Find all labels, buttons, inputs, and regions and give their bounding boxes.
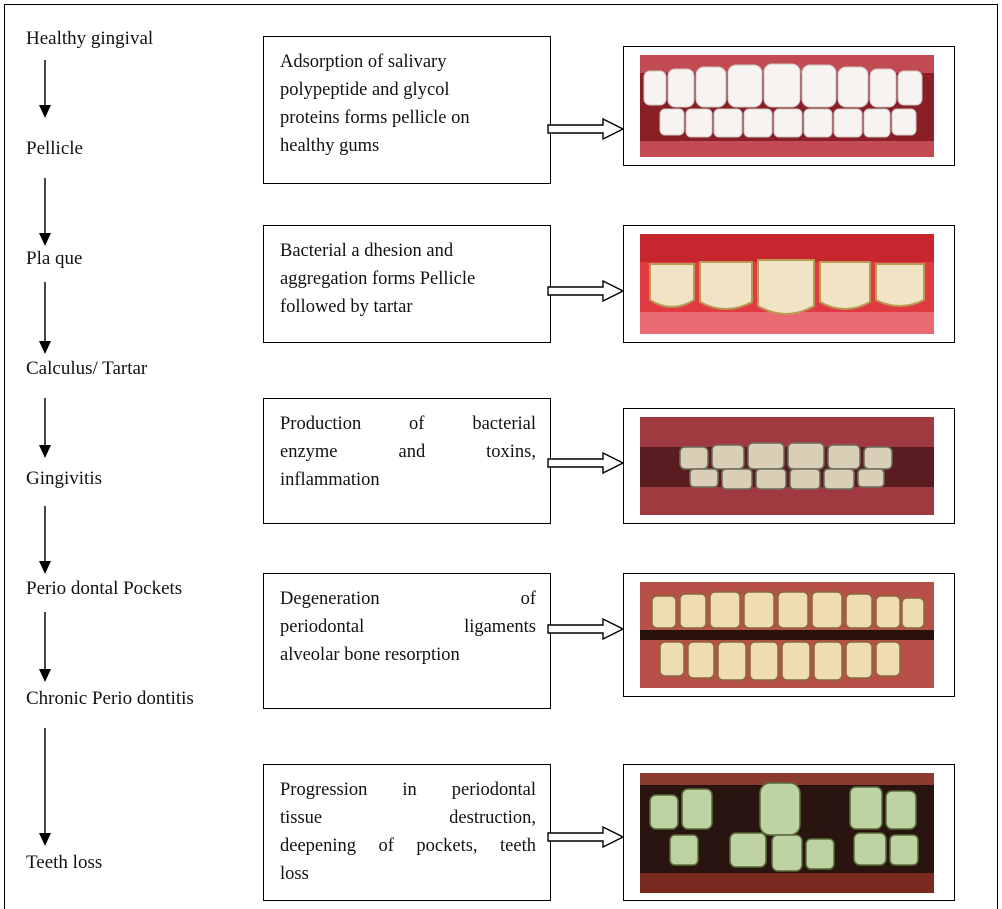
box-line: aggregation forms Pellicle [280, 265, 536, 293]
description-box-gingivitis: Production of bacterial enzyme and toxin… [263, 398, 551, 524]
right-arrow-icon [547, 118, 625, 140]
down-arrow-icon [39, 178, 51, 246]
description-box-periodontal: Degeneration of periodontal ligaments al… [263, 573, 551, 709]
right-arrow-icon [547, 826, 625, 848]
box-line: inflammation [280, 466, 536, 494]
stage-healthy-gingival: Healthy gingival [26, 28, 153, 50]
box-line: Adsorption of salivary [280, 48, 536, 76]
down-arrow-icon [39, 60, 51, 118]
box-line: proteins forms pellicle on [280, 104, 536, 132]
plaque-teeth-photo [623, 225, 955, 343]
description-box-teeth-loss: Progression in periodontal tissue destru… [263, 764, 551, 901]
box-line: deepening of pockets, teeth [280, 832, 536, 860]
right-arrow-icon [547, 618, 625, 640]
stage-calculus-tartar: Calculus/ Tartar [26, 358, 147, 380]
description-box-plaque: Bacterial a dhesion and aggregation form… [263, 225, 551, 343]
down-arrow-icon [39, 506, 51, 574]
stage-gingivitis: Gingivitis [26, 468, 102, 490]
periodontal-teeth-photo [623, 573, 955, 697]
box-line: followed by tartar [280, 293, 536, 321]
box-line: polypeptide and glycol [280, 76, 536, 104]
box-line: periodontal ligaments [280, 613, 536, 641]
stage-periodontal-pockets: Perio dontal Pockets [26, 578, 182, 600]
stage-chronic-periodontitis: Chronic Perio dontitis [26, 688, 194, 710]
box-line: Progression in periodontal [280, 776, 536, 804]
box-line: Bacterial a dhesion and [280, 237, 536, 265]
down-arrow-icon [39, 612, 51, 682]
healthy-teeth-photo [623, 46, 955, 166]
box-line: Production of bacterial [280, 410, 536, 438]
down-arrow-icon [39, 728, 51, 846]
box-line: loss [280, 860, 536, 888]
stage-plaque: Pla que [26, 248, 82, 270]
right-arrow-icon [547, 452, 625, 474]
down-arrow-icon [39, 398, 51, 458]
stage-pellicle: Pellicle [26, 138, 83, 160]
gingivitis-teeth-photo [623, 408, 955, 524]
box-line: alveolar bone resorption [280, 641, 536, 669]
stage-teeth-loss: Teeth loss [26, 852, 102, 874]
right-arrow-icon [547, 280, 625, 302]
down-arrow-icon [39, 282, 51, 354]
box-line: tissue destruction, [280, 804, 536, 832]
box-line: healthy gums [280, 132, 536, 160]
description-box-pellicle: Adsorption of salivary polypeptide and g… [263, 36, 551, 184]
teeth-loss-photo [623, 764, 955, 901]
box-line: enzyme and toxins, [280, 438, 536, 466]
box-line: Degeneration of [280, 585, 536, 613]
